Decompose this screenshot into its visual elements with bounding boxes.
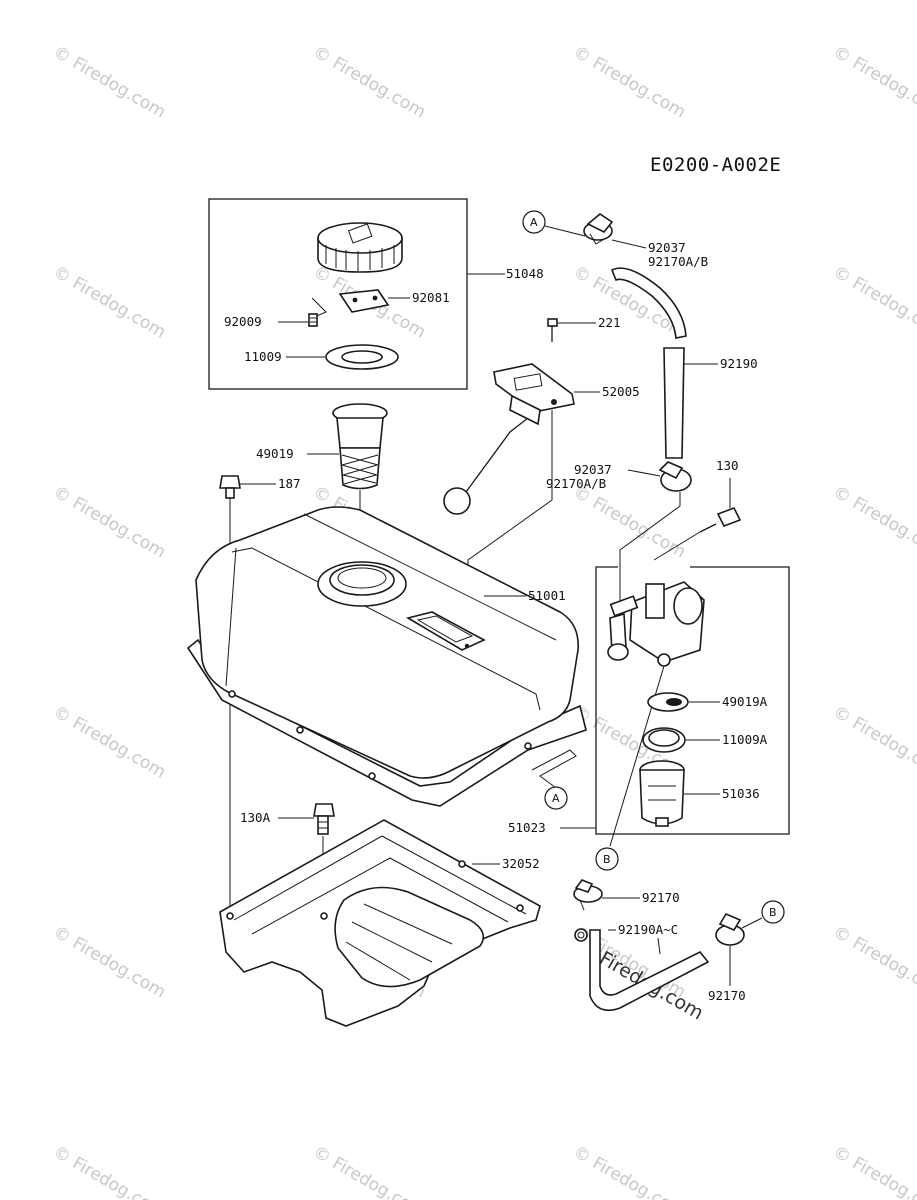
watermark: © Firedog.com xyxy=(50,922,169,1003)
label-92170-1: 92170 xyxy=(642,890,680,905)
bolt-130a: 130A xyxy=(240,803,335,916)
label-49019a: 49019A xyxy=(722,694,768,709)
diagram-code: E0200-A002E xyxy=(650,154,781,176)
label-51001: 51001 xyxy=(528,588,566,603)
label-92170ab-top: 92170A/B xyxy=(648,254,708,269)
watermark: © Firedog.com xyxy=(830,262,917,343)
label-92009: 92009 xyxy=(224,314,262,329)
label-130: 130 xyxy=(716,458,739,473)
label-49019: 49019 xyxy=(256,446,294,461)
cap-retainer-plate xyxy=(338,289,390,313)
fuel-tank-51001: 51001 A xyxy=(186,506,587,810)
watermark: © Firedog.com xyxy=(570,42,689,123)
filter-screen-49019a: 49019A xyxy=(647,692,768,712)
hose-clamp-92170-1: 92170 xyxy=(573,879,680,911)
label-52005: 52005 xyxy=(602,384,640,399)
watermark: © Firedog.com xyxy=(830,922,917,1003)
hose-clamp-mid: 92037 92170A/B xyxy=(546,461,692,610)
label-51023: 51023 xyxy=(508,820,546,835)
watermark: © Firedog.com xyxy=(830,1142,917,1200)
fuel-cock-group: 49019A 11009A 51036 51023 B xyxy=(508,566,790,871)
callout-a-top xyxy=(522,210,546,234)
cap-kit-frame xyxy=(208,198,468,390)
label-51048: 51048 xyxy=(506,266,544,281)
watermark: © Firedog.com xyxy=(50,262,169,343)
label-92170-2: 92170 xyxy=(708,988,746,1003)
watermark: © Firedog.com xyxy=(310,42,429,123)
sediment-cup-51036: 51036 xyxy=(639,760,760,827)
watermark: © Firedog.com xyxy=(310,1142,429,1200)
gasket-11009 xyxy=(325,344,399,370)
watermark: © Firedog.com xyxy=(830,42,917,123)
label-92081: 92081 xyxy=(412,290,450,305)
label-92170ab-mid: 92170A/B xyxy=(546,476,606,491)
label-11009: 11009 xyxy=(244,349,282,364)
callout-b-mid xyxy=(595,847,619,871)
label-130a: 130A xyxy=(240,810,271,825)
lower-hose-assembly: 92170 92190A~C 92170 B xyxy=(573,879,785,1012)
label-92190: 92190 xyxy=(720,356,758,371)
tank-bracket-32052: 32052 xyxy=(219,819,541,1027)
label-92037-mid: 92037 xyxy=(574,462,612,477)
label-221: 221 xyxy=(598,315,621,330)
watermark: © Firedog.com xyxy=(570,482,689,563)
callout-b-mid-label: B xyxy=(603,853,611,866)
callout-a-lower-label: A xyxy=(552,792,560,805)
watermark: © Firedog.com xyxy=(50,1142,169,1200)
screw-92009 xyxy=(308,313,318,327)
cap-kit-group: 51048 92081 92009 11009 xyxy=(208,198,544,390)
fuel-cock-frame xyxy=(595,566,790,835)
fuel-hose-92190: 92190 xyxy=(610,267,758,459)
hose-clamp-92170-2: 92170 B xyxy=(708,900,785,1003)
watermark: © Firedog.com xyxy=(830,702,917,783)
fuel-cock-body xyxy=(607,581,705,667)
screw-130: 130 xyxy=(653,458,742,561)
fuel-strainer-49019: 49019 xyxy=(256,403,388,568)
label-32052: 32052 xyxy=(502,856,540,871)
callout-b-lower xyxy=(761,900,785,924)
watermark: © Firedog.com xyxy=(570,1142,689,1200)
watermark: © Firedog.com xyxy=(50,42,169,123)
watermark: © Firedog.com xyxy=(830,482,917,563)
label-92037-top: 92037 xyxy=(648,240,686,255)
watermark: © Firedog.com xyxy=(50,482,169,563)
callout-a-lower xyxy=(544,786,568,810)
label-51036: 51036 xyxy=(722,786,760,801)
oring-11009a: 11009A xyxy=(642,727,768,753)
callout-b-lower-label: B xyxy=(769,906,777,919)
hose-clamp-top: 92037 92170A/B A xyxy=(522,210,708,269)
callout-a-top-label: A xyxy=(530,216,538,229)
label-92190ac: 92190A~C xyxy=(618,922,678,937)
watermark: © Firedog.com xyxy=(50,702,169,783)
fuel-cap xyxy=(317,222,403,273)
label-11009a: 11009A xyxy=(722,732,768,747)
label-187: 187 xyxy=(278,476,301,491)
